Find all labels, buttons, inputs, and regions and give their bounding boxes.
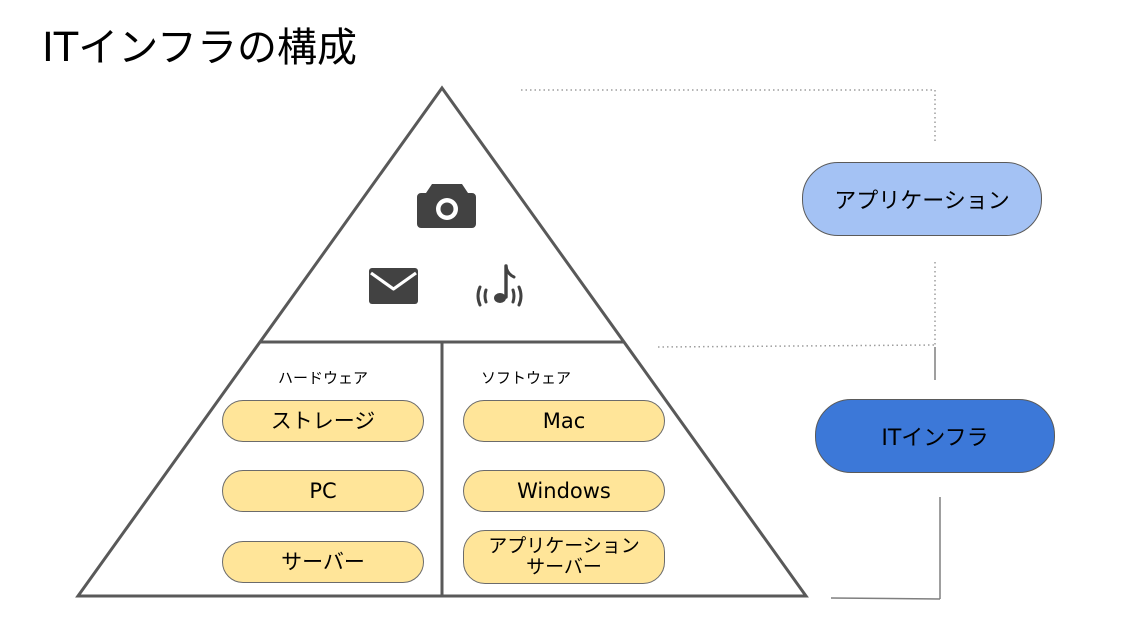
software-item-windows: Windows — [463, 470, 665, 512]
software-item-application-server: アプリケーション サーバー — [463, 530, 665, 584]
software-item-application-server-line2: サーバー — [526, 556, 602, 578]
page-title: ITインフラの構成 — [42, 25, 358, 71]
hardware-label: ハードウェア — [278, 369, 369, 387]
software-item-application-server-line1: アプリケーション — [488, 535, 640, 557]
infrastructure-bracket — [830, 347, 941, 600]
software-label: ソフトウェア — [481, 369, 572, 387]
hardware-item-pc: PC — [222, 470, 424, 512]
camera-icon — [417, 184, 476, 228]
music-note-icon — [476, 264, 523, 307]
application-layer: アプリケーション — [802, 162, 1042, 236]
mail-icon — [369, 268, 418, 304]
hardware-item-storage: ストレージ — [222, 400, 424, 442]
application-bracket — [521, 89, 936, 348]
software-item-mac: Mac — [463, 400, 665, 442]
infrastructure-layer: ITインフラ — [815, 399, 1055, 473]
hardware-item-server: サーバー — [222, 541, 424, 583]
